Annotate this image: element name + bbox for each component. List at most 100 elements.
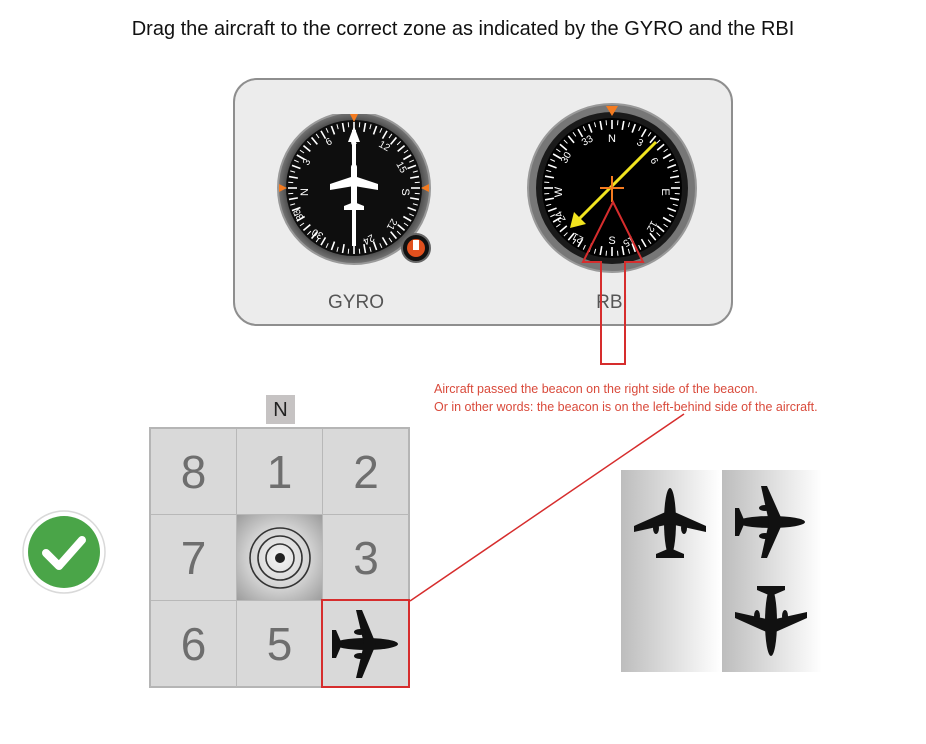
compass-tick [656,139,661,144]
svg-text:N: N [608,133,616,145]
compass-tick [390,136,398,145]
airplane-east-icon[interactable] [731,482,811,562]
compass-tick [293,213,299,217]
zone-8[interactable]: 8 [151,429,237,515]
compass-tick [663,148,668,153]
svg-text:N: N [299,188,311,196]
compass-tick [320,236,327,246]
explanation-note: Aircraft passed the beacon on the right … [434,380,818,416]
rbi-label: RBI [596,292,628,313]
compass-tick [656,232,661,237]
compass-tick [547,207,557,213]
compass-tick [296,154,306,161]
svg-text:W: W [553,186,565,197]
compass-tick [330,125,336,135]
compass-tick [320,130,327,140]
compass-tick [577,128,584,138]
svg-text:S: S [399,188,411,195]
compass-tick [290,170,296,173]
compass-tick [396,140,402,146]
compass-tick [381,130,388,140]
compass-tick [672,169,678,173]
compass-tick [341,122,345,133]
note-line-2: Or in other words: the beacon is on the … [434,400,818,414]
compass-tick [563,232,568,237]
compass-tick [299,149,305,154]
zone-7[interactable]: 7 [151,515,237,601]
zone-2[interactable]: 2 [323,429,409,515]
compass-tick [593,248,597,254]
compass-tick [669,197,680,201]
compass-tick [306,230,312,236]
svg-text:30: 30 [559,150,574,166]
compass-tick [593,122,597,128]
svg-text:E: E [659,188,671,195]
zone-5[interactable]: 5 [237,601,323,687]
compass-tick [291,164,301,170]
compass-tick [409,197,420,201]
svg-text:S: S [608,235,615,247]
compass-tick [315,237,320,243]
compass-tick [288,197,299,201]
airplane-icon[interactable] [326,604,406,684]
compass-tick [667,207,677,213]
compass-tick [325,243,329,249]
compass-tick [647,132,652,137]
svg-text:12: 12 [644,219,659,235]
compass-tick [407,164,417,170]
compass-tick [556,148,561,153]
svg-text:12: 12 [377,139,393,154]
compass-tick [567,135,575,144]
svg-text:24: 24 [553,208,568,224]
compass-tick [621,120,625,131]
compass-tick [341,243,345,254]
checkmark-circle-icon [22,510,106,594]
zone-1[interactable]: 1 [237,429,323,515]
zone-3[interactable]: 3 [323,515,409,601]
compass-tick [379,243,383,249]
compass-tick [544,175,555,179]
compass-tick [621,245,625,256]
compass-tick [397,144,406,152]
compass-tick [572,132,577,137]
compass-tick [649,232,657,241]
svg-text:3: 3 [635,137,646,150]
compass-tick [627,122,631,128]
zone-4-dropped[interactable] [323,601,409,687]
compass-tick [409,175,420,179]
svg-text:3: 3 [301,157,314,168]
compass-tick [663,223,668,228]
drop-highlight [321,599,410,688]
compass-tick [668,158,674,162]
compass-tick [388,237,393,243]
airplane-north-icon[interactable] [630,482,710,562]
compass-tick [550,214,556,218]
compass-tick [640,128,647,138]
compass-tick [599,120,603,131]
compass-tick [627,248,631,254]
compass-tick [296,215,306,222]
compass-tick [403,222,409,227]
beacon-icon [249,527,311,589]
compass-tick [306,140,312,146]
compass-tick [559,143,568,151]
compass-tick [372,241,378,251]
compass-tick [556,223,561,228]
compass-tick [336,124,339,130]
zone-6[interactable]: 6 [151,601,237,687]
compass-tick [638,244,642,250]
airplane-south-icon[interactable] [731,582,811,662]
compass-tick [402,154,412,161]
compass-tick [552,216,562,223]
compass-tick [363,122,367,133]
compass-tick [546,203,552,207]
beacon-cell [237,515,323,601]
svg-text:33: 33 [580,133,596,148]
compass-tick [381,236,388,246]
compass-tick [577,238,584,248]
compass-tick [293,159,299,163]
compass-tick [402,215,412,222]
svg-text:21: 21 [384,217,399,233]
compass-tick [647,239,652,244]
